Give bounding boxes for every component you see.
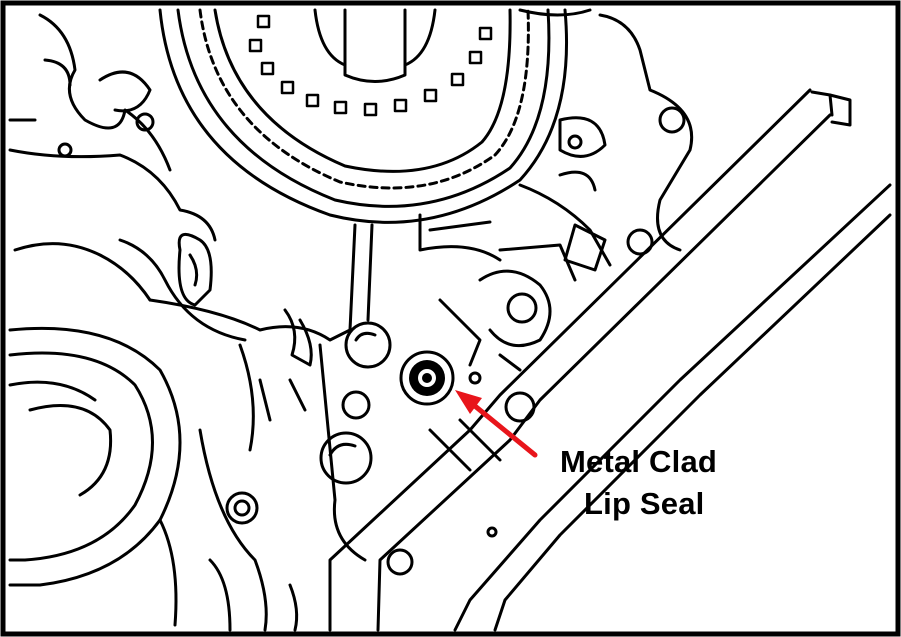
valve-body-center [148,223,374,562]
case-right-flange [418,8,694,372]
callout-label-line1: Metal Clad [560,444,718,479]
gasket-rails [328,88,892,632]
case-lower-left [158,428,299,632]
gear-teeth [248,14,493,117]
lip-seal-icon [399,350,455,406]
case-left-side [8,13,247,342]
bolt-bosses [319,321,392,485]
arrow-icon [455,390,538,458]
left-housing [8,326,182,587]
drum-assembly [158,8,569,224]
callout-label-line2: Lip Seal [584,486,705,521]
